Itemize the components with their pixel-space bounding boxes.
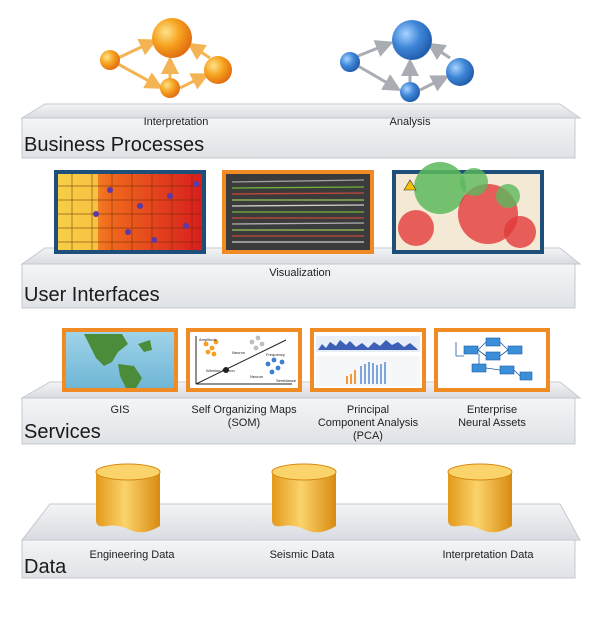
seismic-database-icon [271, 463, 337, 533]
engineering-database-icon [95, 463, 161, 533]
heatmap-visualization-image [54, 170, 206, 254]
seismic-volume-image [222, 170, 374, 254]
som-label-amplitude: Amplitude [199, 337, 218, 342]
gis-map-image [62, 328, 178, 392]
user-interfaces-title: User Interfaces [24, 284, 160, 306]
visualization-label: Visualization [269, 267, 331, 279]
analysis-graph-icon [340, 20, 474, 102]
pca-label: Principal Component Analysis (PCA) [317, 404, 419, 442]
som-label: Self Organizing Maps (SOM) [191, 404, 297, 429]
zone-map-image [392, 162, 544, 254]
pca-chart-image [310, 328, 426, 392]
interpretation-label: Interpretation [143, 116, 209, 128]
neural-assets-flow-image [434, 328, 550, 392]
som-label-semblance: Semblance [276, 378, 297, 383]
som-label-neuron-2: Neuron [250, 374, 263, 379]
seismic-data-label: Seismic Data [269, 549, 335, 561]
data-title: Data [24, 556, 67, 578]
analysis-label: Analysis [389, 116, 431, 128]
som-label-neuron-1: Neuron [232, 350, 245, 355]
engineering-data-label: Engineering Data [89, 549, 175, 561]
business-processes-slab [20, 103, 582, 159]
enterprise-neural-assets-label: Enterprise Neural Assets [458, 404, 526, 429]
interpretation-database-icon [447, 463, 513, 533]
business-processes-title: Business Processes [24, 134, 205, 156]
som-label-winning-neuron: Winning Neuron [206, 368, 235, 373]
interpretation-data-label: Interpretation Data [442, 549, 534, 561]
services-title: Services [24, 421, 101, 443]
interpretation-graph-icon [100, 18, 232, 98]
som-diagram-image: Amplitude Frequency Winning Neuron Neuro… [186, 328, 302, 392]
gis-label: GIS [110, 404, 130, 416]
som-label-frequency: Frequency [266, 352, 285, 357]
